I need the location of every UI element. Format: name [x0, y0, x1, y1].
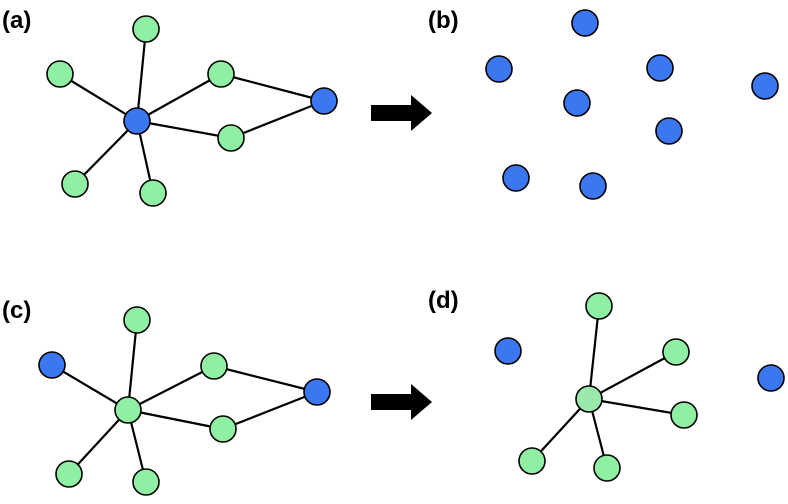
edge [127, 365, 215, 411]
edge [136, 119, 232, 140]
blue-node [751, 72, 779, 100]
edge [59, 73, 138, 122]
edge [136, 73, 222, 122]
green-node-center [114, 396, 142, 424]
green-node [217, 124, 245, 152]
blue-node [757, 364, 785, 392]
highlighted-center-node [575, 385, 603, 413]
blue-node [494, 337, 522, 365]
green-node [209, 415, 237, 443]
panel-d-graph [494, 292, 785, 482]
edge [588, 351, 677, 400]
edge [127, 408, 224, 431]
blue-node [310, 87, 338, 115]
edge [68, 409, 129, 475]
edge [220, 72, 325, 103]
green-node [132, 15, 160, 43]
edge [126, 319, 139, 411]
panel-c-graph [38, 306, 331, 496]
green-node [55, 460, 83, 488]
green-node [518, 447, 546, 475]
panel-label-d: (d) [428, 287, 459, 314]
right-arrow [371, 384, 432, 420]
edge [222, 390, 318, 431]
green-node [593, 454, 621, 482]
green-node [662, 338, 690, 366]
green-node [200, 352, 228, 380]
edge [588, 397, 685, 417]
panel-a-graph [46, 15, 338, 207]
panel-label-a: (a) [2, 7, 31, 34]
blue-node-center [123, 107, 151, 135]
panel-b-graph [485, 9, 779, 200]
green-node [139, 179, 167, 207]
blue-node [502, 164, 530, 192]
green-node [123, 306, 151, 334]
blue-node [38, 351, 66, 379]
blue-node [303, 378, 331, 406]
blue-node [579, 172, 607, 200]
green-node [61, 170, 89, 198]
green-node [670, 401, 698, 429]
panel-label-b: (b) [428, 7, 459, 34]
edge [74, 120, 138, 185]
right-arrow [371, 95, 432, 131]
blue-node [646, 54, 674, 82]
edge [230, 99, 325, 140]
green-node [207, 60, 235, 88]
green-node [132, 468, 160, 496]
panel-label-c: (c) [2, 297, 31, 324]
blue-node [655, 117, 683, 145]
edge [135, 28, 148, 122]
blue-node [485, 55, 513, 83]
blue-node [571, 9, 599, 37]
edge [531, 398, 590, 462]
edge [213, 364, 318, 394]
edge [587, 305, 601, 400]
blue-node [563, 89, 591, 117]
green-node [46, 60, 74, 88]
green-node [585, 292, 613, 320]
edge [51, 364, 129, 411]
